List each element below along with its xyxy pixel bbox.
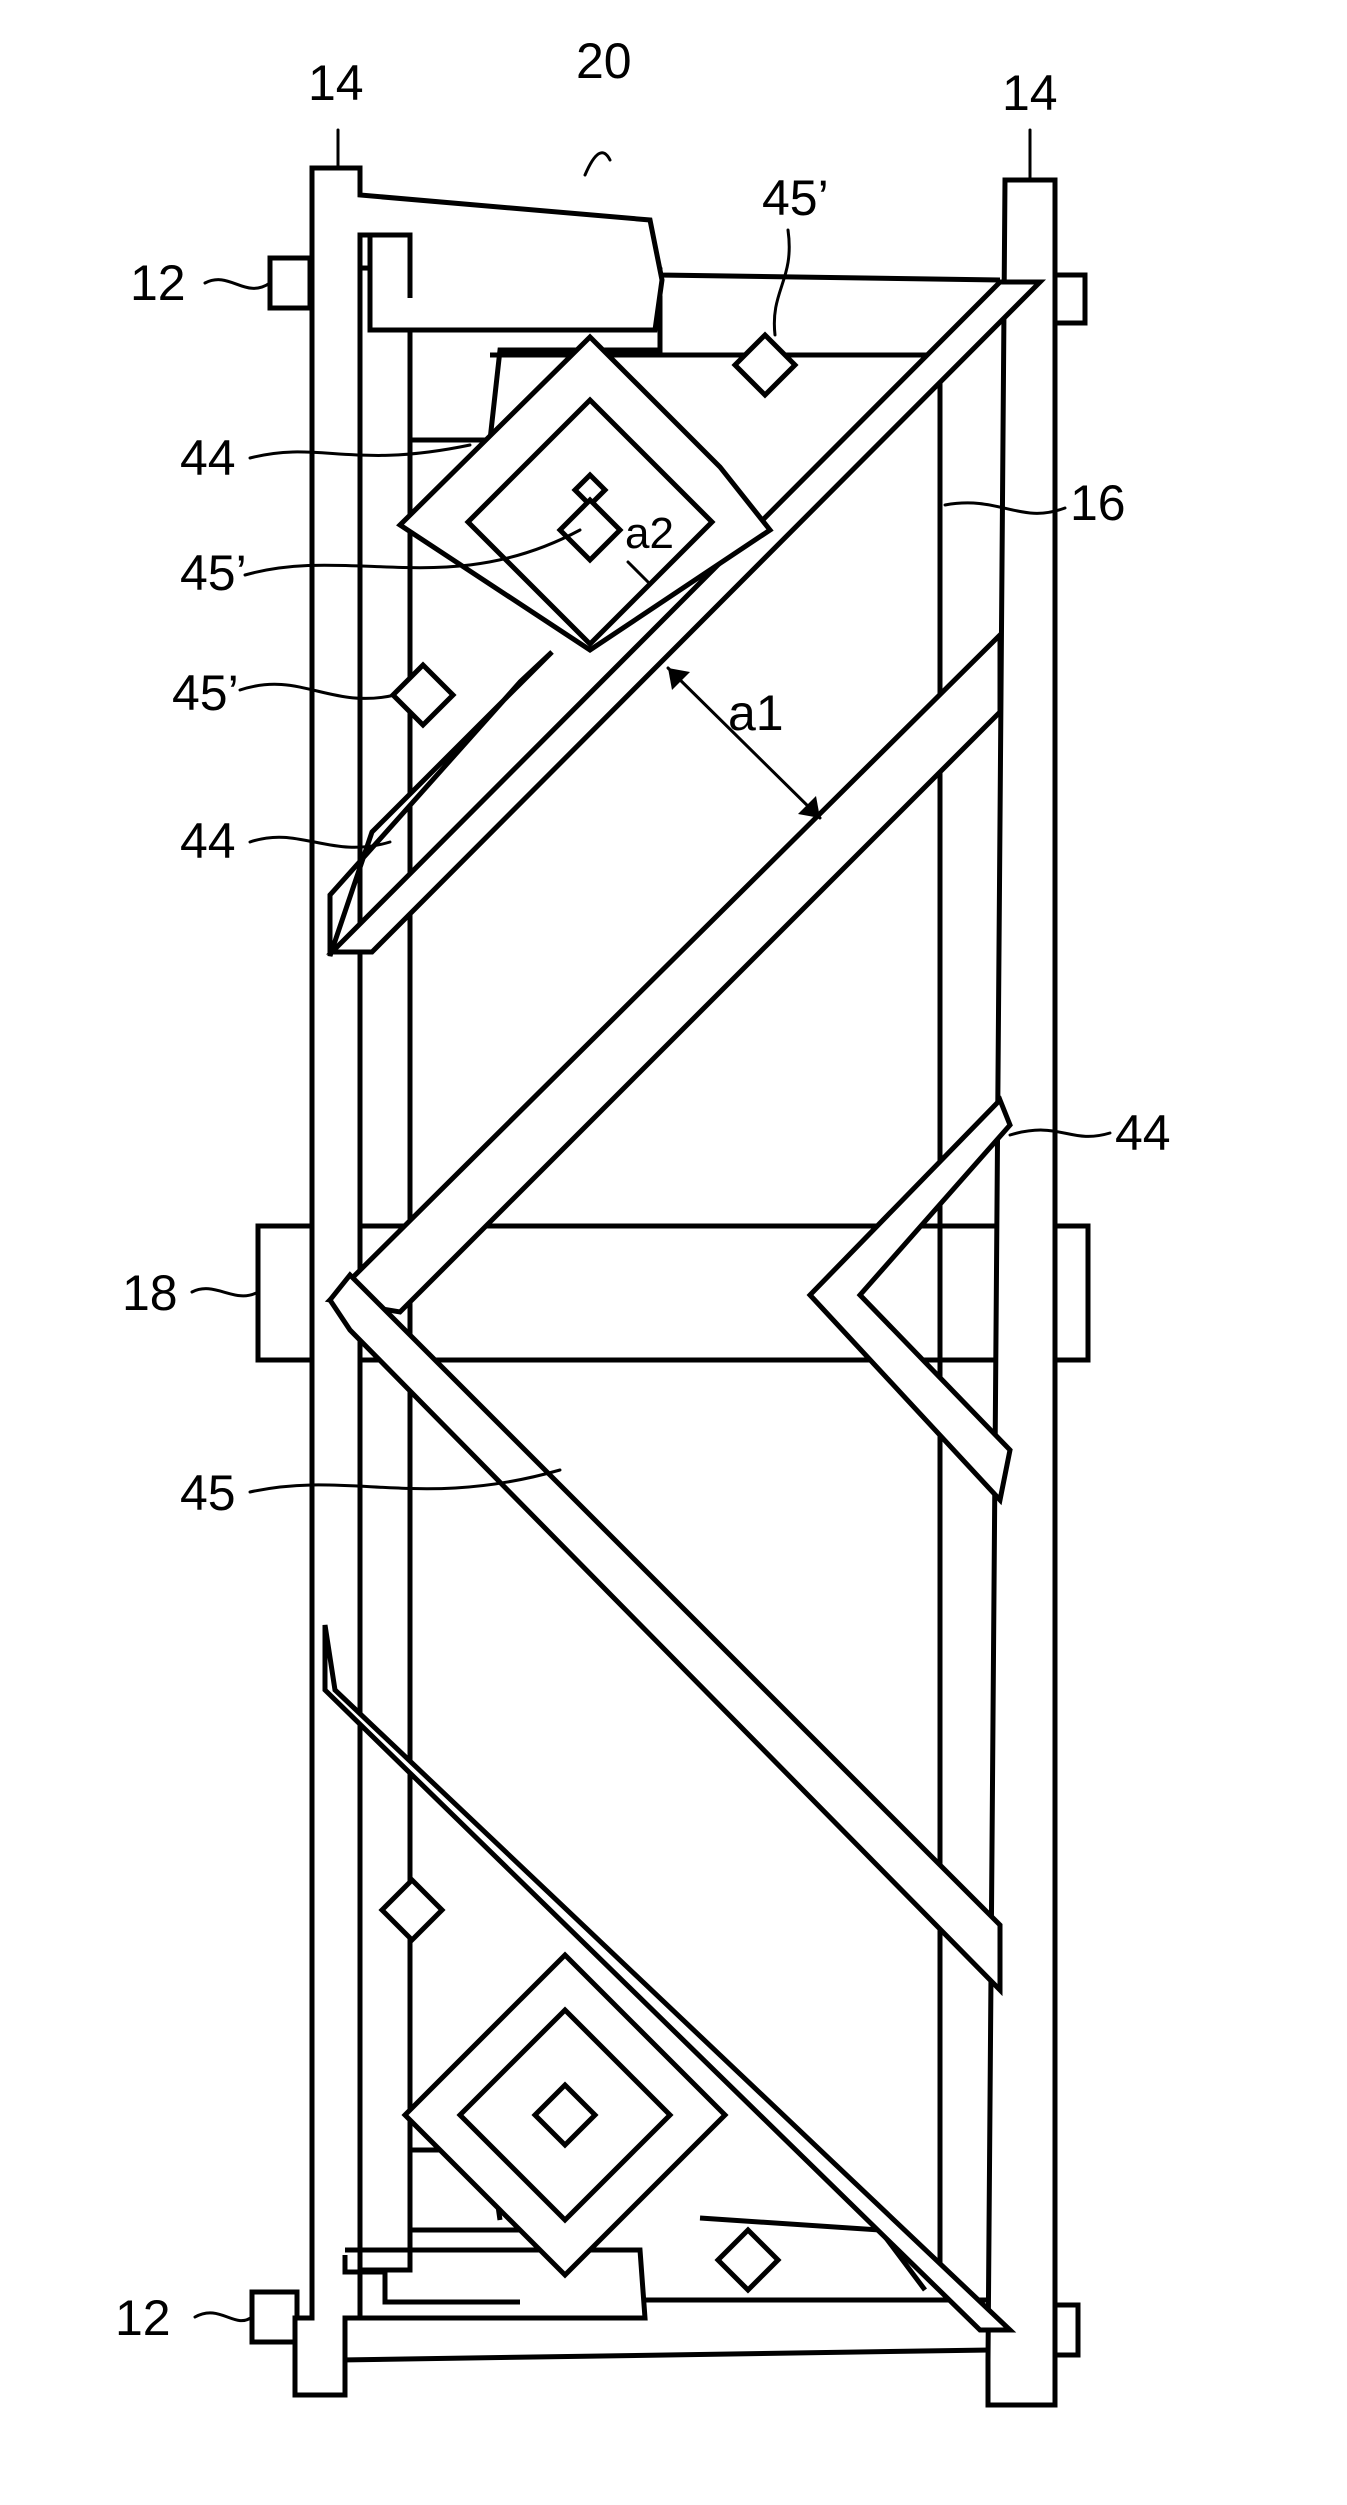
gate-tab-top-left (270, 258, 310, 308)
label-a1: a1 (728, 685, 784, 741)
diamond-electrodes (400, 337, 770, 2275)
tft-pad-bottom (345, 2250, 645, 2318)
slit-lower-diagonal (325, 1625, 1010, 2330)
leader-18 (192, 1289, 258, 1296)
label-45: 45 (180, 1465, 236, 1521)
leader-45p-top (774, 230, 789, 335)
slit-upper-diagonal (332, 282, 1040, 952)
label-20: 20 (576, 33, 632, 89)
label-44-c: 44 (1115, 1105, 1171, 1161)
gate-tab-bottom-left (252, 2292, 297, 2342)
label-14-left: 14 (308, 55, 364, 111)
label-44-b: 44 (180, 813, 236, 869)
small-diamond-top (735, 335, 795, 395)
small-diamond-left (393, 665, 453, 725)
label-45p-mid: 45’ (180, 545, 247, 601)
small-diamond-lower-left (382, 1880, 442, 1940)
label-45p-left: 45’ (172, 665, 239, 721)
label-a2: a2 (625, 509, 674, 558)
label-12-top: 12 (130, 255, 186, 311)
label-14-right: 14 (1002, 65, 1058, 121)
leader-12-top (205, 280, 270, 289)
leader-20 (585, 153, 610, 175)
label-44-a: 44 (180, 430, 236, 486)
small-diamond-lower-right (718, 2230, 778, 2290)
tft-pad-bottom-inner (345, 2255, 520, 2302)
label-12-bottom: 12 (115, 2290, 171, 2346)
gate-line-bottom-edge (340, 2350, 990, 2360)
label-16: 16 (1070, 475, 1126, 531)
leader-12-bottom (195, 2313, 252, 2321)
label-18: 18 (122, 1265, 178, 1321)
chevron-right (810, 1100, 1010, 1500)
label-45p-top: 45’ (762, 170, 829, 226)
